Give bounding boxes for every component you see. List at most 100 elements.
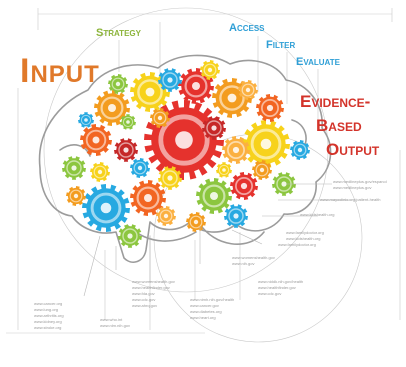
gear-hub	[73, 193, 79, 199]
url-text: www.cancer.gov	[190, 303, 219, 308]
gear-icon	[242, 120, 290, 168]
leader-lines	[83, 183, 352, 297]
gear-hub	[259, 167, 265, 173]
input-label: Input	[20, 52, 100, 90]
url-text: www.womenshealth.gov	[232, 255, 275, 260]
gear-ring	[133, 161, 147, 175]
gear-icon	[186, 212, 206, 232]
gear-ring	[228, 208, 244, 224]
gear-ring	[162, 72, 178, 88]
url-text: www.cdc.gov	[258, 291, 282, 296]
gear-icon	[158, 68, 182, 92]
gear-hub	[167, 175, 173, 181]
access-label: Access	[229, 22, 265, 34]
gear-ring	[122, 228, 138, 244]
url-text: www.nimh.nih.gov/health	[190, 297, 235, 302]
url-text: www.familydoctor.org	[286, 230, 324, 235]
url-text: www.who.int	[100, 317, 123, 322]
gear-icon	[78, 112, 94, 128]
gear-hub	[232, 146, 240, 154]
gear-hub	[71, 165, 77, 171]
gear-ring	[218, 164, 230, 176]
strategy-label: Strategy	[96, 27, 141, 39]
url-text: www.fda.gov	[132, 291, 155, 296]
gear-ring	[136, 186, 160, 210]
gear-icon	[66, 186, 86, 206]
url-text: www.cdc.gov	[132, 297, 156, 302]
url-text: www.mayoclinic.org/patient-health	[320, 197, 381, 202]
gear-icon	[290, 140, 310, 160]
gear-ring	[93, 165, 107, 179]
gear-hub	[227, 93, 237, 103]
gear-icon	[256, 94, 284, 122]
gear-icon	[230, 172, 258, 200]
gear-hub	[297, 147, 303, 153]
gear-ring	[69, 189, 83, 203]
gear-ring	[122, 116, 134, 128]
gear-hub	[167, 77, 173, 83]
url-text: www.nih.gov	[232, 261, 255, 266]
filter-label: Filter	[266, 39, 296, 51]
gear-ring	[255, 163, 269, 177]
gear-hub	[222, 168, 226, 172]
url-text: www.niddk.nih.gov/health	[258, 279, 304, 284]
gear-ring	[293, 143, 307, 157]
url-text: www.medlineplus.gov/espanol	[333, 179, 387, 184]
gear-hub	[192, 82, 200, 90]
url-text: www.medlineplus.gov	[333, 185, 372, 190]
gear-ring	[66, 160, 82, 176]
url-text: www.stroke.org	[34, 325, 62, 330]
gear-icon	[224, 204, 248, 228]
gear-ring	[235, 177, 253, 195]
gear-hub	[137, 165, 143, 171]
url-text: www.lung.org	[34, 307, 59, 312]
url-text: www.healthfinder.gov	[132, 285, 170, 290]
gear-ring	[206, 120, 222, 136]
gear-ring	[111, 77, 125, 91]
gear-icon	[150, 108, 170, 128]
gear-ring	[227, 141, 245, 159]
url-text: www.familydoctor.org	[278, 242, 316, 247]
gear-icon	[222, 136, 250, 164]
url-text: www.ahrq.gov	[132, 303, 158, 308]
gear-hub	[266, 104, 274, 112]
evaluate-label: Evaluate	[296, 56, 340, 68]
gear-icon	[114, 138, 138, 162]
gear-ring	[261, 99, 279, 117]
url-text: www.womenshealth.gov	[132, 279, 175, 284]
gear-icon	[196, 178, 232, 214]
gear-ring	[85, 129, 107, 151]
url-text: www.healthfinder.gov	[258, 285, 296, 290]
gear-icon	[178, 68, 214, 104]
gear-hub	[233, 213, 239, 219]
gear-icon	[94, 90, 130, 126]
gear-hub	[207, 67, 213, 73]
gear-hub	[240, 182, 248, 190]
gear-icon	[216, 162, 232, 178]
gear-ring	[162, 170, 178, 186]
url-text: www.arthritis.org	[34, 313, 64, 318]
gear-hub	[175, 131, 193, 149]
output-label-line-1: Evidence-	[300, 92, 371, 111]
gear-icon	[202, 116, 226, 140]
gear-ring	[90, 192, 122, 224]
gear-ring	[202, 184, 226, 208]
gear-icon	[80, 124, 112, 156]
gear-icon	[158, 166, 182, 190]
gear-ring	[241, 83, 255, 97]
gear-cluster	[62, 60, 310, 248]
gear-ring	[203, 63, 217, 77]
gear-icon	[82, 184, 130, 232]
gear-icon	[238, 80, 258, 100]
gear-icon	[62, 156, 86, 180]
gear-hub	[127, 233, 133, 239]
gear-icon	[200, 60, 220, 80]
gear-icon	[252, 160, 272, 180]
gear-hub	[100, 202, 112, 214]
gear-ring	[153, 111, 167, 125]
output-label-line-3: Output	[326, 140, 380, 159]
gear-hub	[193, 219, 199, 225]
gear-hub	[163, 213, 169, 219]
